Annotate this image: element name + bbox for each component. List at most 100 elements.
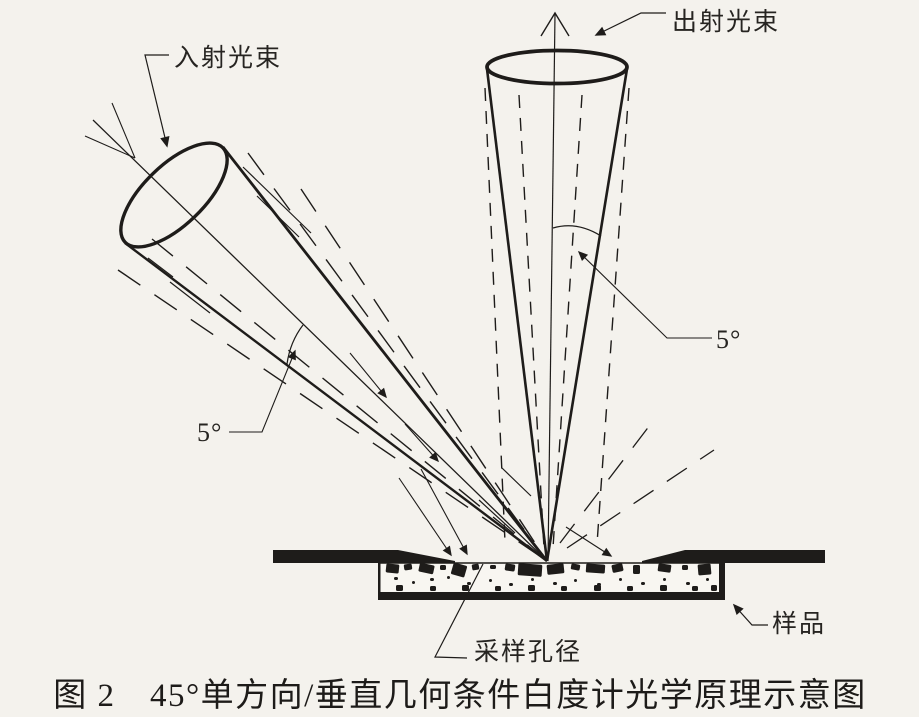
incident-accent-strokes	[147, 166, 532, 534]
speckle	[447, 576, 450, 579]
speckle	[619, 578, 622, 581]
speckle	[585, 563, 606, 574]
speckle	[570, 563, 581, 571]
sample-label: 样品	[772, 610, 826, 638]
speckle	[657, 563, 672, 573]
speckle	[495, 586, 501, 591]
ray-arrow	[349, 352, 387, 399]
speckle	[418, 562, 435, 575]
ray-arrow	[565, 526, 613, 557]
accent-stroke	[501, 467, 532, 497]
dashed-envelope-line	[247, 152, 548, 562]
dashed-envelope-line	[151, 238, 548, 562]
speckle	[528, 585, 535, 591]
speckle	[611, 563, 624, 573]
speckle	[430, 586, 436, 591]
sample-leader	[732, 603, 768, 626]
incident-angle-label: 5°	[197, 418, 222, 447]
incident-ray-tail	[111, 102, 136, 159]
sample-speckle-texture	[385, 562, 717, 591]
speckle	[627, 586, 633, 591]
sample-right-edge	[719, 563, 725, 600]
incident-ray-arrows	[349, 352, 613, 557]
speckle	[403, 563, 413, 571]
sample-bottom-edge	[378, 592, 725, 600]
incident-beam-ellipse	[119, 141, 229, 249]
speckle	[574, 579, 577, 582]
exit-beam-label: 出射光束	[672, 8, 780, 36]
dashed-reflected-line	[559, 424, 651, 544]
speckle	[546, 563, 565, 575]
ray-arrow	[404, 423, 439, 463]
exit-beam-ellipse	[485, 48, 629, 86]
speckle	[412, 581, 415, 584]
dashed-envelope-line	[300, 188, 548, 562]
dashed-envelope-line	[596, 87, 630, 545]
reflected-dashed-lines	[559, 424, 715, 549]
incident-tolerance-dashed-lines	[117, 152, 548, 562]
speckle	[490, 565, 496, 569]
speckle	[517, 563, 543, 577]
dashed-envelope-line	[117, 269, 548, 562]
speckle	[396, 585, 403, 591]
speckle	[471, 563, 480, 571]
speckle	[697, 563, 712, 576]
speckle	[489, 579, 492, 582]
angle-annotations	[229, 225, 712, 433]
exit-beam-cone	[484, 11, 630, 562]
speckle	[561, 586, 567, 591]
dashed-envelope-line	[552, 94, 583, 549]
dashed-envelope-line	[518, 94, 545, 549]
speckle	[660, 585, 667, 591]
exit-cone-edge-left	[485, 68, 549, 562]
dashed-reflected-line	[566, 449, 715, 549]
speckle	[663, 578, 666, 581]
speckle	[394, 577, 398, 580]
speckle	[706, 578, 709, 581]
exit-angle-leader	[577, 250, 712, 339]
speckle	[641, 582, 645, 585]
callout-leaders	[144, 12, 768, 659]
speckle	[462, 585, 469, 591]
accent-stroke	[242, 166, 312, 234]
aperture-plate-right	[642, 550, 825, 563]
exit-angle-label: 5°	[716, 325, 741, 354]
incident-axis-line	[92, 119, 548, 562]
incident-beam-leader	[144, 54, 170, 148]
incident-beam-cone	[84, 102, 715, 562]
figure-caption: 图 2 45°单方向/垂直几何条件白度计光学原理示意图	[53, 677, 867, 714]
speckle	[509, 583, 513, 586]
speckle	[711, 585, 717, 591]
exit-axis-line	[547, 13, 556, 562]
incident-beam-label: 入射光束	[174, 44, 282, 72]
exit-cone-edge-right	[545, 68, 629, 562]
speckle	[686, 582, 690, 585]
aperture-plate-left	[273, 550, 455, 563]
sampling-aperture-leader	[434, 563, 484, 659]
incident-cone-edge-lower	[124, 242, 548, 562]
incident-angle-leader	[229, 349, 296, 433]
speckle	[531, 578, 534, 581]
incident-angle-arc	[286, 324, 304, 365]
speckle	[553, 582, 557, 585]
accent-stroke	[169, 281, 211, 314]
accent-stroke	[147, 257, 174, 278]
speckle	[450, 562, 468, 578]
speckle	[692, 586, 698, 591]
speckle	[594, 585, 601, 591]
speckle	[430, 578, 434, 581]
speckle	[504, 563, 516, 572]
speckle	[385, 563, 400, 574]
exit-beam-leader	[594, 12, 666, 36]
ray-arrow	[420, 468, 468, 556]
dashed-envelope-line	[484, 87, 506, 543]
sample-assembly	[273, 550, 825, 600]
accent-stroke	[478, 499, 516, 534]
ray-arrow	[398, 477, 452, 557]
speckle	[440, 565, 446, 570]
incident-cone-edge-upper	[221, 146, 549, 562]
exit-tolerance-dashed-lines	[484, 87, 630, 549]
exit-axis-arrowhead	[540, 11, 570, 37]
